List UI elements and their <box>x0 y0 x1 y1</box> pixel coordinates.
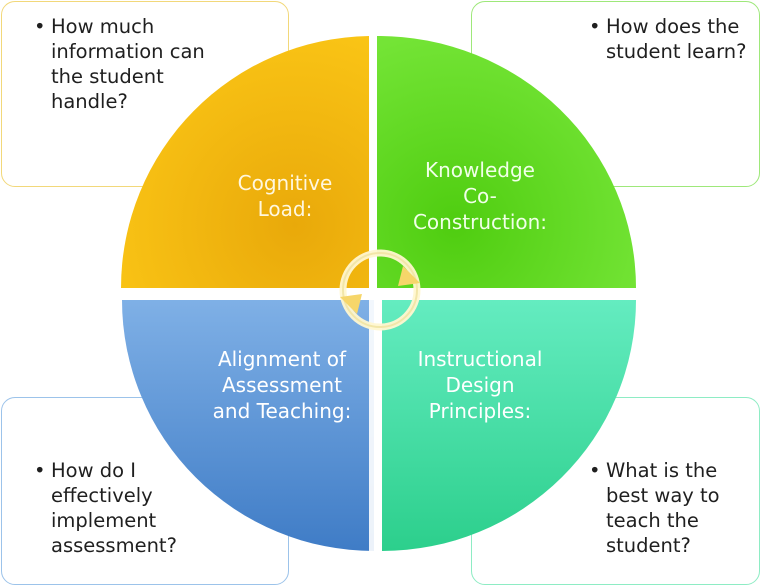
question-instructional-design: What is the best way to teach the studen… <box>588 458 748 558</box>
quadrant-label-cognitive-load: Cognitive Load: <box>237 171 333 221</box>
quadrant-label-knowledge-co-construction: Knowledge Co- Construction: <box>412 158 548 234</box>
quadrant-alignment <box>122 300 374 551</box>
quadrant-instructional-design <box>382 300 636 551</box>
quadrant-label-instructional-design: Instructional Design Principles: <box>417 347 543 423</box>
question-knowledge-co-construction: How does the student learn? <box>588 14 748 64</box>
quadrant-cognitive-load <box>121 36 369 288</box>
circular-arrows-icon <box>339 249 421 331</box>
quadrant-knowledge-co-construction <box>377 35 636 288</box>
question-alignment: How do I effectively implement assessmen… <box>33 458 213 558</box>
quadrant-label-alignment: Alignment of Assessment and Teaching: <box>212 347 352 423</box>
question-cognitive-load: How much information can the student han… <box>33 14 213 114</box>
